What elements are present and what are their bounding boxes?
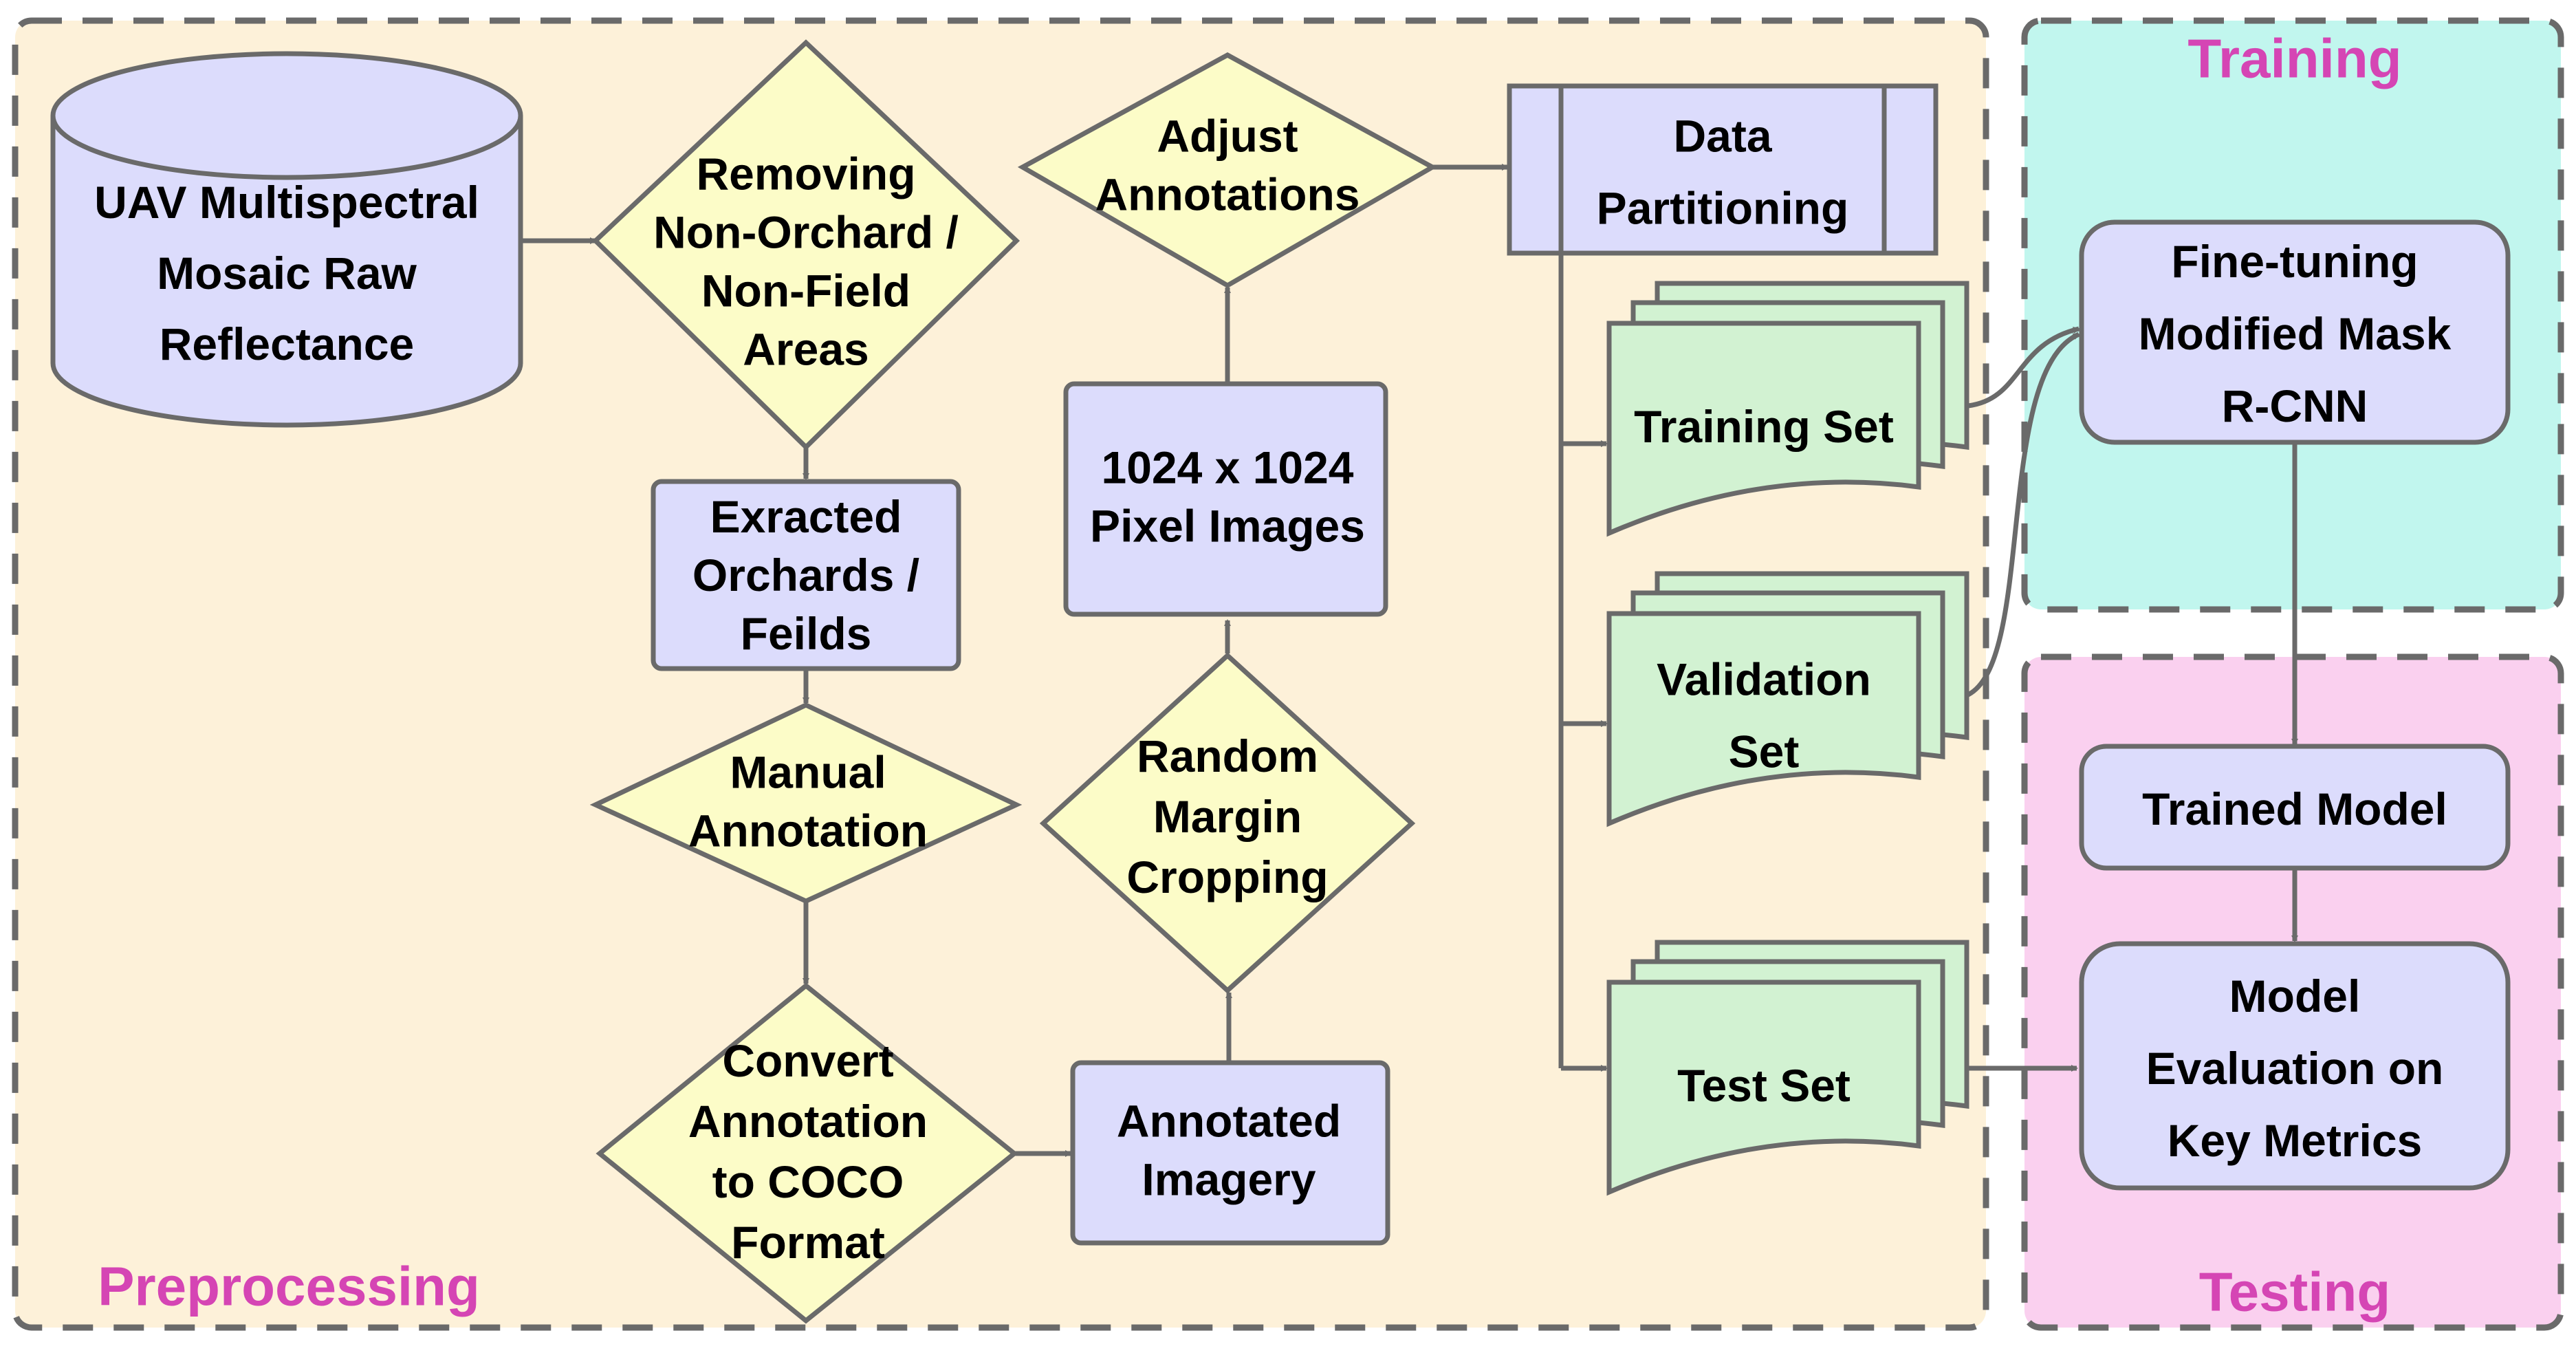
node-validation-set: [1606, 571, 1969, 827]
adjust-label-line: Adjust: [1157, 111, 1298, 162]
removing-label-line: Non-Field: [701, 266, 910, 316]
finetune-label-line: R-CNN: [2222, 380, 2368, 431]
node-trained-model: [2079, 744, 2511, 871]
cropping-label-line: Random: [1137, 730, 1318, 781]
node-removing: [591, 39, 1020, 451]
node-adjust: [1017, 52, 1438, 289]
edge-validation-to-finetune: [1967, 332, 2080, 697]
finetune-label-line: Fine-tuning: [2171, 236, 2418, 287]
node-cropping: [1039, 652, 1416, 994]
cropping-label-line: Margin: [1153, 791, 1302, 842]
preprocessing-label: Preprocessing: [98, 1256, 480, 1317]
validation-set-sheet-front: [1606, 611, 1921, 827]
removing-label-line: Non-Orchard /: [653, 207, 959, 258]
training-label: Training: [2187, 28, 2401, 89]
extracted-label-line: Orchards /: [692, 550, 919, 600]
evaluation-label-line: Evaluation on: [2146, 1043, 2444, 1094]
training-set-label-line: Training Set: [1634, 401, 1894, 452]
raw-label-line: UAV Multispectral: [94, 177, 479, 228]
pixel-images-label-line: Pixel Images: [1090, 501, 1365, 552]
node-extracted: [651, 479, 961, 671]
annotated-label-line: Imagery: [1142, 1154, 1316, 1205]
raw-data-cylinder: [50, 51, 523, 428]
annotated-label-line: Annotated: [1117, 1096, 1341, 1147]
test-set-label-line: Test Set: [1677, 1060, 1851, 1111]
node-manual: [589, 702, 1023, 904]
training-set-sheet-front: [1606, 321, 1921, 537]
partitioning-label-line: Data: [1673, 111, 1772, 162]
evaluation-label-line: Key Metrics: [2168, 1115, 2423, 1166]
trained-model-label: Trained Model: [2142, 783, 2447, 834]
adjust-label-line: Annotations: [1095, 169, 1360, 220]
convert-label-line: Convert: [722, 1035, 893, 1086]
node-convert: [596, 982, 1018, 1324]
extracted-label-line: Exracted: [710, 491, 902, 542]
raw-label-line: Reflectance: [160, 318, 415, 369]
node-test-set: [1606, 940, 1969, 1196]
node-partitioning: [1507, 83, 1939, 256]
cropping-label-line: Cropping: [1126, 852, 1328, 902]
convert-label-line: Format: [731, 1217, 885, 1268]
validation-set-label-line: Validation: [1657, 654, 1871, 705]
partitioning-box: [1507, 83, 1939, 256]
removing-label-line: Areas: [743, 324, 869, 375]
test-set-label: Test Set: [1677, 1060, 1851, 1111]
manual-label-line: Manual: [730, 747, 886, 798]
node-evaluation: [2079, 941, 2511, 1191]
convert-label-line: Annotation: [688, 1096, 928, 1147]
manual-label-line: Annotation: [688, 805, 928, 856]
node-finetune: [2079, 219, 2511, 445]
node-pixel-images: [1063, 381, 1388, 617]
raw-data-cylinder-lid: [50, 115, 523, 180]
extracted-label-line: Feilds: [741, 608, 872, 659]
testing-label: Testing: [2199, 1262, 2391, 1323]
node-raw: [50, 51, 523, 428]
node-annotated: [1070, 1060, 1390, 1246]
edges: [523, 164, 2298, 1157]
partitioning-label-line: Partitioning: [1597, 183, 1849, 234]
edge-training-to-finetune: [1967, 326, 2080, 409]
pixel-images-label-line: 1024 x 1024: [1101, 442, 1353, 493]
raw-label-line: Mosaic Raw: [157, 248, 417, 299]
test-set-sheet-front: [1606, 979, 1921, 1196]
training-set-label: Training Set: [1634, 401, 1894, 452]
validation-set-label-line: Set: [1729, 726, 1800, 777]
removing-label-line: Removing: [696, 149, 915, 199]
trained-model-label-line: Trained Model: [2142, 783, 2447, 834]
node-training-set: [1606, 281, 1969, 537]
evaluation-label-line: Model: [2229, 971, 2361, 1021]
convert-label-line: to COCO: [712, 1156, 904, 1207]
finetune-label-line: Modified Mask: [2139, 308, 2452, 359]
